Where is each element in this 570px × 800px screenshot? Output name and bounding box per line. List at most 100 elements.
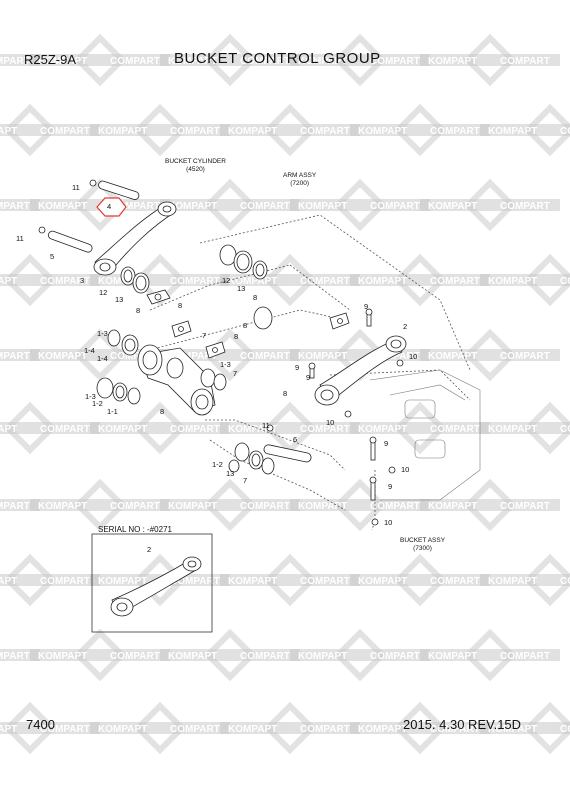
watermark-band [420,54,560,66]
watermark-text: COMPART [240,501,290,512]
part-label: 1-1 [107,407,118,416]
part-label: 8 [160,407,165,416]
watermark-text: KOMPAPT [98,724,147,735]
watermark-band [220,722,360,734]
watermark-band [350,722,490,734]
watermark-band [220,274,360,286]
watermark-band [0,274,100,286]
watermark-emblem [3,553,57,607]
part-label: 5 [50,252,55,261]
watermark-band [290,649,430,661]
part-label: 7 [233,369,238,378]
bushings-1-3-1-4 [96,329,227,405]
watermark-text: COMPART [430,576,480,587]
watermark-text: COMPART [370,56,420,67]
part-label: 12 [222,276,231,285]
watermark-text: COMPART [370,501,420,512]
watermark-band [30,54,170,66]
part-label-highlighted[interactable]: 4 [107,202,112,211]
watermark-text: COMPART [560,424,570,435]
watermark-emblem [523,553,570,607]
watermark-band [0,722,100,734]
watermark-emblem [3,701,57,755]
part-label: 9 [384,439,389,448]
watermark-band [160,649,300,661]
watermark-text: KOMPAPT [38,501,87,512]
watermark-text: COMPART [240,351,290,362]
watermark-text: COMPART [0,56,30,67]
watermark-text: KOMPAPT [488,576,537,587]
watermark-emblem [3,253,57,307]
watermark-emblem [133,701,187,755]
watermark-text: COMPART [170,576,220,587]
part-label: 7 [202,331,207,340]
watermark-band [0,124,100,136]
watermark-text: KOMPAPT [0,126,17,137]
watermark-band [290,54,430,66]
part-label: 1-3 [220,360,231,369]
watermark-emblem [393,401,447,455]
model-code: R25Z-9A [24,52,77,67]
callout-name: BUCKET ASSY [400,537,446,544]
washers-part-8 [171,312,350,359]
watermark-text: KOMPAPT [298,56,347,67]
watermark-text: COMPART [500,56,550,67]
watermark-text: KOMPAPT [428,651,477,662]
part-label: 12 [99,288,108,297]
watermark-band [350,574,490,586]
watermark-text: KOMPAPT [298,351,347,362]
part-label: 9 [388,482,393,491]
watermark-band [420,349,560,361]
watermark-emblem [73,33,127,87]
part-label: 13 [237,284,246,293]
watermark-text: KOMPAPT [228,576,277,587]
watermark-band [220,574,360,586]
watermark-text: COMPART [560,724,570,735]
watermark-text: KOMPAPT [358,276,407,287]
watermark-emblem [463,478,517,532]
watermark-band [480,574,570,586]
callout-name: ARM ASSY [283,172,317,179]
part-label: 8 [243,321,248,330]
watermark-emblem [203,33,257,87]
watermark-text: KOMPAPT [228,724,277,735]
watermark-text: COMPART [40,724,90,735]
watermark-emblem [333,33,387,87]
watermark-emblem [463,628,517,682]
watermark-text: KOMPAPT [168,501,217,512]
pin-lower [38,226,93,253]
leader-lines [149,214,471,531]
watermark-text: KOMPAPT [358,126,407,137]
watermark-text: COMPART [430,724,480,735]
part-label: 10 [409,352,418,361]
watermark-text: KOMPAPT [38,201,87,212]
watermark-emblem [203,628,257,682]
part-label: 2 [147,545,152,554]
inset-link-part-2 [110,556,202,617]
part-label: 10 [326,418,335,427]
watermark-text: COMPART [40,276,90,287]
watermark-emblem [523,103,570,157]
watermark-text: KOMPAPT [0,276,17,287]
part-label: 8 [283,389,288,398]
watermark-band [420,499,560,511]
watermark-text: COMPART [500,501,550,512]
arm-link-part-2 [314,335,407,406]
watermark-text: COMPART [240,651,290,662]
watermark-emblem [393,253,447,307]
part-label: 1-4 [97,354,108,363]
part-label: 8 [136,306,141,315]
watermark-text: COMPART [370,651,420,662]
bucket-assy-callout: BUCKET ASSY (7300) [400,537,445,553]
part-label: 3 [80,276,85,285]
watermark-text: KOMPAPT [0,724,17,735]
watermark-text: KOMPAPT [428,351,477,362]
watermark-band [30,649,170,661]
watermark-text: KOMPAPT [38,651,87,662]
watermark-emblem [523,401,570,455]
watermark-emblem [393,701,447,755]
watermark-text: COMPART [430,126,480,137]
watermark-text: KOMPAPT [0,576,17,587]
watermark-band [160,349,300,361]
